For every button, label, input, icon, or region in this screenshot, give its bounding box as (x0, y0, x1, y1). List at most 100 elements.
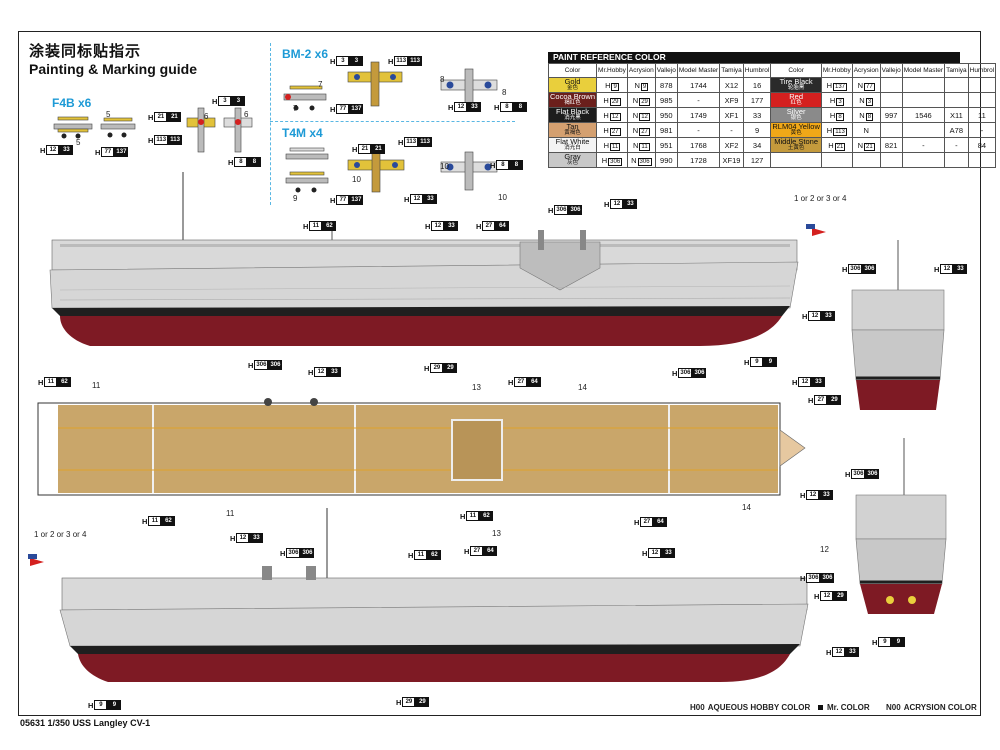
humbrol-code (967, 152, 997, 168)
flag-note-bottom: 1 or 2 or 3 or 4 (34, 530, 87, 539)
legend-mr-color: Mr. COLOR (818, 703, 870, 712)
model-master-code: 1728 (676, 152, 721, 168)
callout-11: 11 (92, 381, 101, 390)
stern-view-top (851, 240, 945, 410)
callout-12: 12 (820, 545, 829, 554)
bow-view-bottom (855, 438, 947, 614)
f4b-top-view (186, 107, 216, 153)
callout-5: 5 (106, 110, 111, 119)
title-english: Painting & Marking guide (29, 61, 198, 77)
f4b-side-view-2 (100, 117, 136, 138)
bm2-side-view (283, 85, 327, 111)
sheet-frame (18, 31, 981, 716)
callout-7b: 7 (293, 104, 298, 113)
callout-14b: 14 (742, 503, 751, 512)
model-number: 05631 1/350 USS Langley CV-1 (20, 718, 151, 728)
aircraft-divider-vertical (270, 43, 271, 205)
paint-table-title: PAINT REFERENCE COLOR (548, 52, 960, 63)
paint-swatch (770, 152, 822, 168)
flag-note-top: 1 or 2 or 3 or 4 (794, 194, 847, 203)
tamiya-code: XF19 (719, 152, 744, 168)
callout-10c: 10 (498, 193, 507, 202)
callout-7: 7 (318, 80, 323, 89)
flight-deck-plan (37, 398, 806, 496)
starboard-profile-top (49, 172, 826, 346)
model-master-code (901, 152, 946, 168)
paint-col-header: Model Master (901, 63, 946, 78)
callout-13b: 13 (492, 529, 501, 538)
callout-10: 10 (352, 175, 361, 184)
t4m-label: T4M x4 (282, 126, 323, 140)
title-chinese: 涂装同标贴指示 (29, 43, 142, 60)
f4b-label: F4B x6 (52, 96, 92, 110)
model-master-code: 1749 (676, 107, 721, 123)
callout-14: 14 (578, 383, 587, 392)
t4m-side-view (285, 147, 329, 193)
t4m-top-view (347, 151, 405, 193)
callout-8b: 8 (502, 88, 507, 97)
